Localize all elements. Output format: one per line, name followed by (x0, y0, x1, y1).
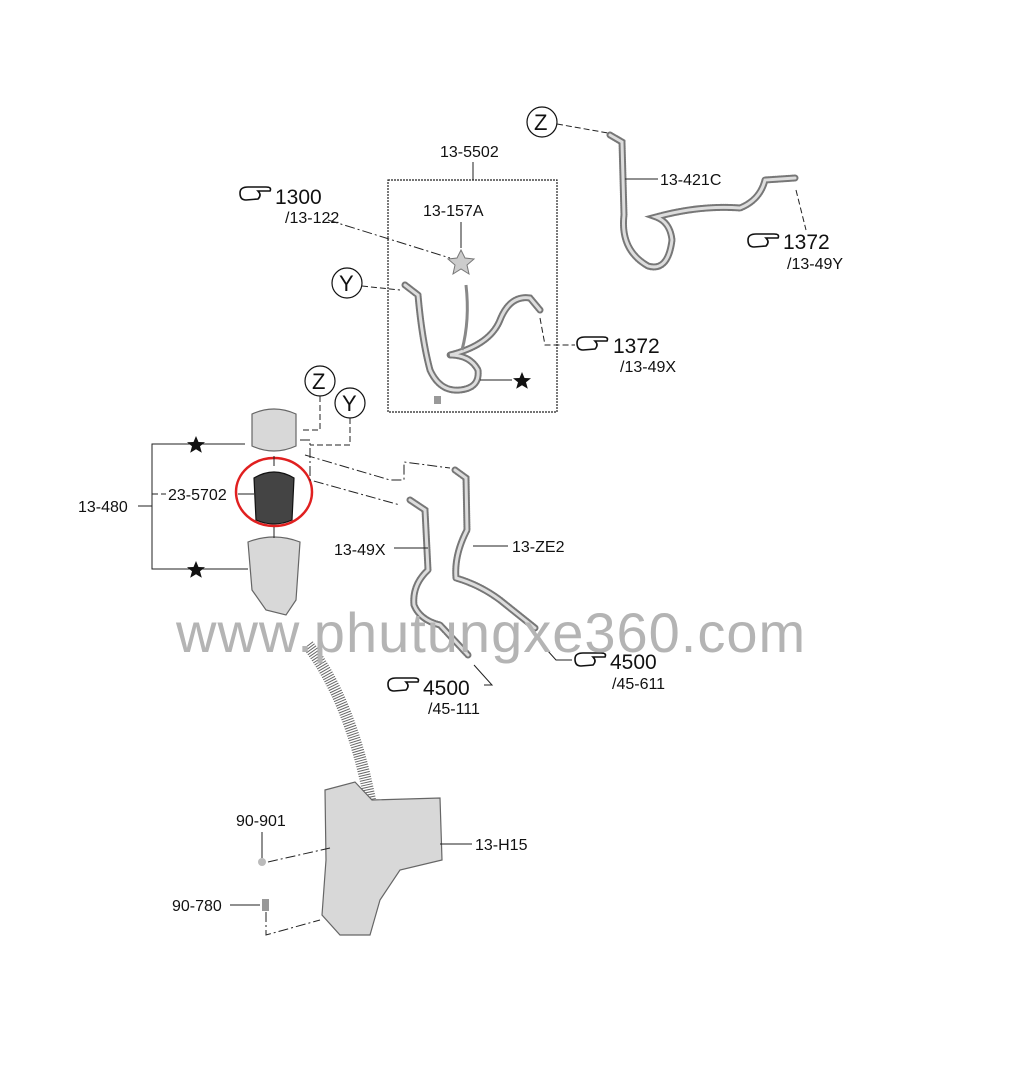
reservoir-cap (251, 408, 297, 452)
label-13-49y: /13-49Y (787, 256, 843, 273)
label-4500-a: 4500 (423, 677, 470, 700)
label-1372-y: 1372 (783, 231, 830, 254)
svg-text:Z: Z (312, 369, 325, 394)
bolt-90-780 (262, 899, 269, 911)
label-23-5702: 23-5702 (168, 487, 227, 504)
hose-13-421c (606, 131, 799, 271)
hand-pointer-icon (576, 336, 609, 351)
label-13-480: 13-480 (78, 499, 128, 516)
ref-circle-y-mid: Y (334, 387, 366, 419)
label-90-780: 90-780 (172, 898, 222, 915)
label-13-5502: 13-5502 (440, 144, 499, 161)
filler-pipe (303, 641, 376, 802)
star-icon (187, 561, 205, 578)
svg-text:Y: Y (342, 391, 357, 416)
label-45-111: /45-111 (428, 701, 480, 718)
ref-circle-z-mid: Z (304, 365, 336, 397)
label-13-421c: 13-421C (660, 172, 721, 189)
label-13-157a: 13-157A (423, 203, 484, 220)
label-45-611: /45-611 (612, 676, 665, 693)
svg-text:Z: Z (534, 110, 547, 135)
hand-pointer-icon (239, 186, 272, 201)
label-4500-b: 4500 (610, 651, 657, 674)
clip-13-157a (446, 248, 476, 276)
watermark: www.phutungxe360.com (175, 601, 806, 664)
label-13-ze2: 13-ZE2 (512, 539, 565, 556)
star-icon (513, 372, 531, 389)
ref-circle-z-top: Z (526, 106, 558, 138)
reservoir-body (247, 536, 301, 616)
hand-pointer-icon (387, 677, 420, 692)
filter-23-5702 (253, 471, 295, 525)
label-13-49x: 13-49X (334, 542, 386, 559)
label-13-h15: 13-H15 (475, 837, 528, 854)
label-13-49x-ref: /13-49X (620, 359, 676, 376)
star-icon (187, 436, 205, 453)
label-90-901: 90-901 (236, 813, 286, 830)
hose-13-5502 (401, 281, 544, 394)
hand-pointer-icon (747, 233, 780, 248)
bolt-90-901 (258, 858, 266, 866)
label-1372-x: 1372 (613, 335, 660, 358)
ref-circle-y-box: Y (331, 267, 363, 299)
label-1300: 1300 (275, 186, 322, 209)
washer-tank-13-h15 (321, 781, 443, 936)
label-13-122: /13-122 (285, 210, 339, 227)
svg-text:Y: Y (339, 271, 354, 296)
